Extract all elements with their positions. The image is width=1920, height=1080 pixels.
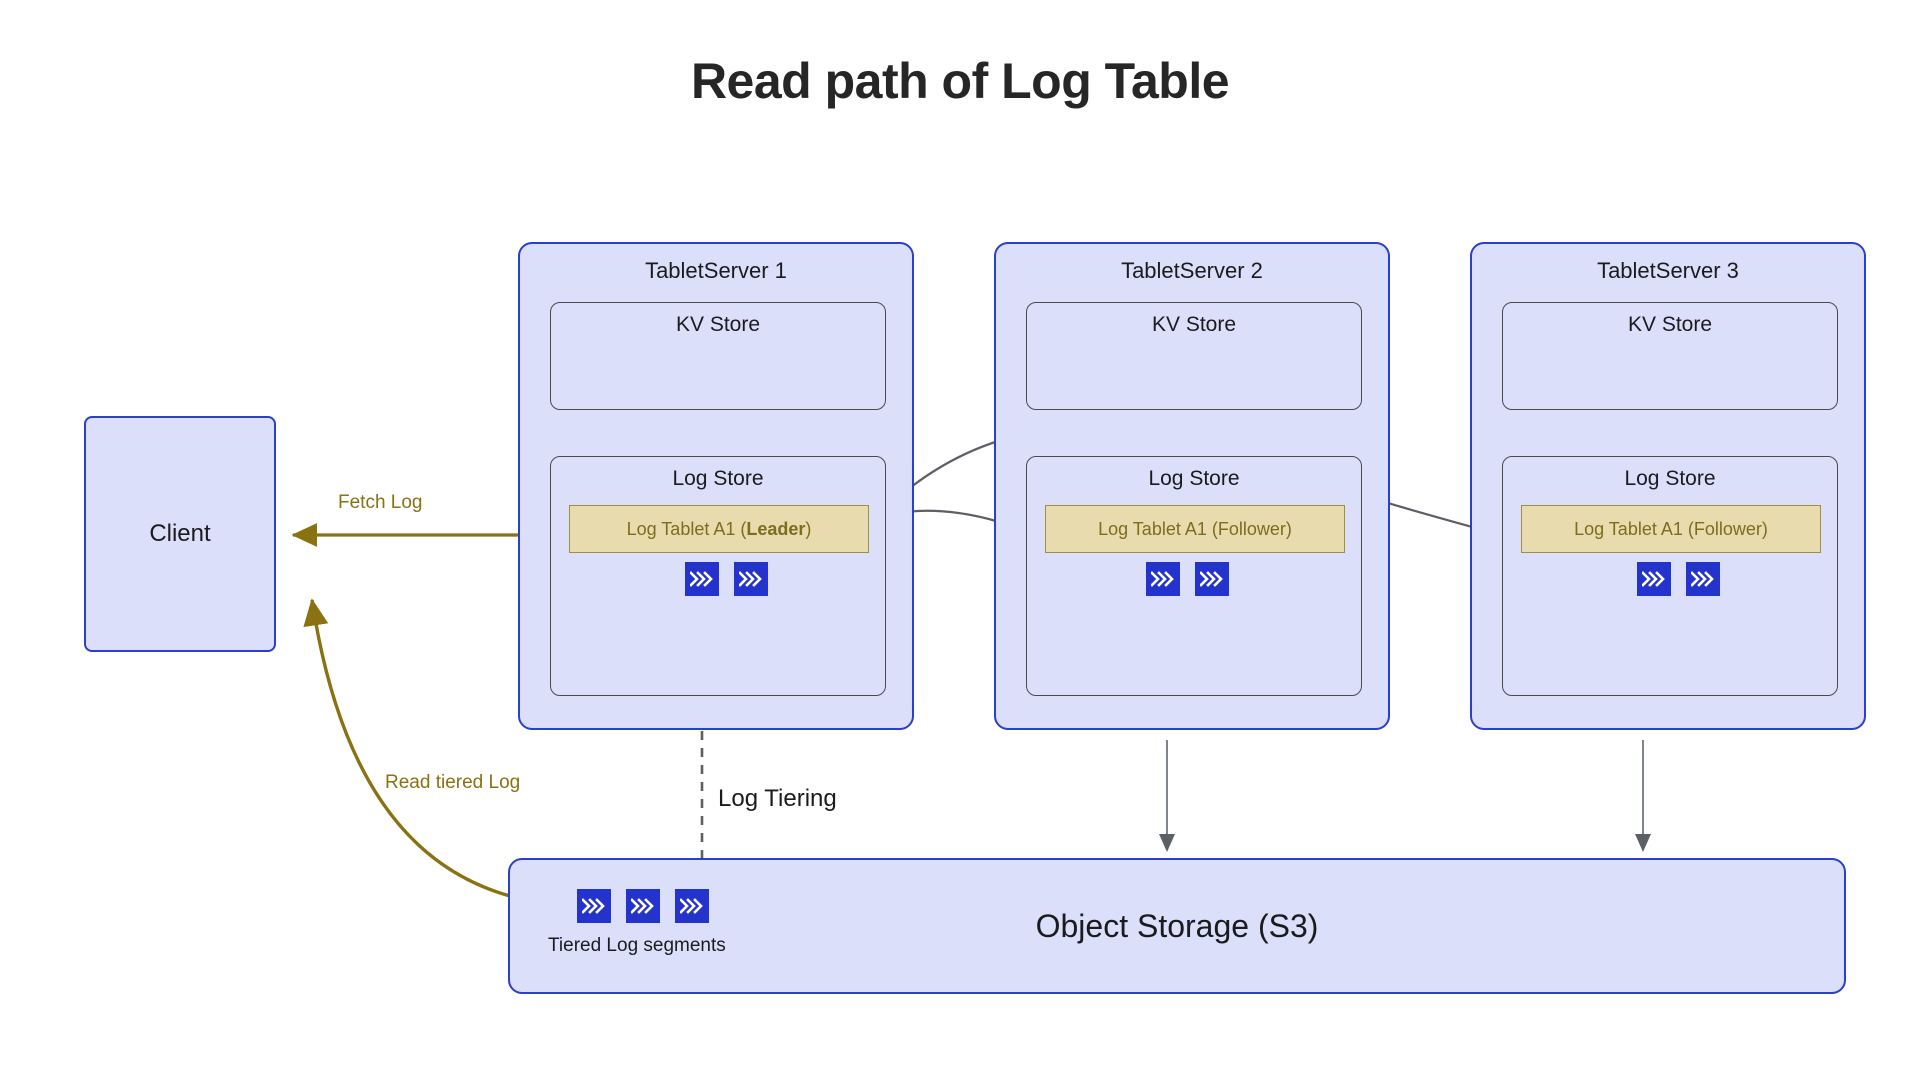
log-tablet-a1-follower[interactable]: Log Tablet A1 (Follower): [1045, 505, 1345, 553]
kv-store-label: KV Store: [675, 313, 761, 336]
log-store-label: Log Store: [672, 467, 764, 490]
log-tablet-label-prefix: Log Tablet A1 (: [1574, 518, 1694, 539]
log-segment-icon[interactable]: [1146, 562, 1180, 596]
tabletserver-2-log-store: Log Store Log Tablet A1 (Follower): [1026, 456, 1362, 696]
tiered-log-segment-icon[interactable]: [675, 889, 709, 923]
tabletserver-3[interactable]: TabletServer 3 KV Store Log Store Log Ta…: [1470, 242, 1866, 730]
page-title: Read path of Log Table: [690, 53, 1230, 109]
log-segment-icon[interactable]: [685, 562, 719, 596]
log-store-label: Log Store: [1148, 467, 1240, 490]
log-tablet-a1-leader[interactable]: Log Tablet A1 (Leader): [569, 505, 869, 553]
log-store-label: Log Store: [1624, 467, 1716, 490]
triple-chevron-right-icon: [1691, 571, 1714, 587]
log-tablet-role: Follower: [1217, 518, 1286, 539]
triple-chevron-right-icon: [680, 898, 703, 914]
log-tablet-label-suffix: ): [1285, 518, 1292, 539]
log-tablet-role: Leader: [746, 518, 806, 539]
log-tablet-label-prefix: Log Tablet A1 (: [1098, 518, 1218, 539]
edge-label-read-tiered-log: Read tiered Log: [385, 772, 521, 793]
tiered-log-segments-caption: Tiered Log segments: [548, 935, 726, 956]
tabletserver-2-kv-store: KV Store: [1026, 302, 1362, 410]
object-storage-label: Object Storage (S3): [1035, 907, 1319, 944]
kv-store-label: KV Store: [1627, 313, 1713, 336]
log-segment-icon[interactable]: [734, 562, 768, 596]
triple-chevron-right-icon: [1200, 571, 1223, 587]
object-storage-box[interactable]: Object Storage (S3): [508, 858, 1846, 994]
tiered-log-segment-icon[interactable]: [577, 889, 611, 923]
edge-label-fetch-log: Fetch Log: [338, 492, 423, 513]
log-tablet-label-suffix: ): [805, 518, 812, 539]
tabletserver-1-kv-store: KV Store: [550, 302, 886, 410]
log-tablet-a1-follower[interactable]: Log Tablet A1 (Follower): [1521, 505, 1821, 553]
tabletserver-2-title: TabletServer 2: [1121, 258, 1263, 283]
triple-chevron-right-icon: [582, 898, 605, 914]
log-tablet-label-prefix: Log Tablet A1 (: [626, 518, 747, 539]
client-label: Client: [149, 520, 211, 547]
log-segment-icon[interactable]: [1195, 562, 1229, 596]
triple-chevron-right-icon: [1642, 571, 1665, 587]
log-tablet-role: Follower: [1693, 518, 1762, 539]
tabletserver-3-title: TabletServer 3: [1597, 258, 1739, 283]
edge-label-log-tiering: Log Tiering: [718, 785, 837, 812]
tabletserver-1-title: TabletServer 1: [645, 258, 787, 283]
tabletserver-3-kv-store: KV Store: [1502, 302, 1838, 410]
triple-chevron-right-icon: [739, 571, 762, 587]
triple-chevron-right-icon: [690, 571, 713, 587]
client-box[interactable]: Client: [84, 416, 276, 652]
tabletserver-2[interactable]: TabletServer 2 KV Store Log Store Log Ta…: [994, 242, 1390, 730]
kv-store-label: KV Store: [1151, 313, 1237, 336]
log-segment-icon[interactable]: [1637, 562, 1671, 596]
triple-chevron-right-icon: [1151, 571, 1174, 587]
log-segment-icon[interactable]: [1686, 562, 1720, 596]
triple-chevron-right-icon: [631, 898, 654, 914]
tabletserver-1[interactable]: TabletServer 1 KV Store Log Store Log Ta…: [518, 242, 914, 730]
tiered-log-segment-icon[interactable]: [626, 889, 660, 923]
tabletserver-1-log-store: Log Store Log Tablet A1 (Leader): [550, 456, 886, 696]
log-tablet-label-suffix: ): [1761, 518, 1768, 539]
